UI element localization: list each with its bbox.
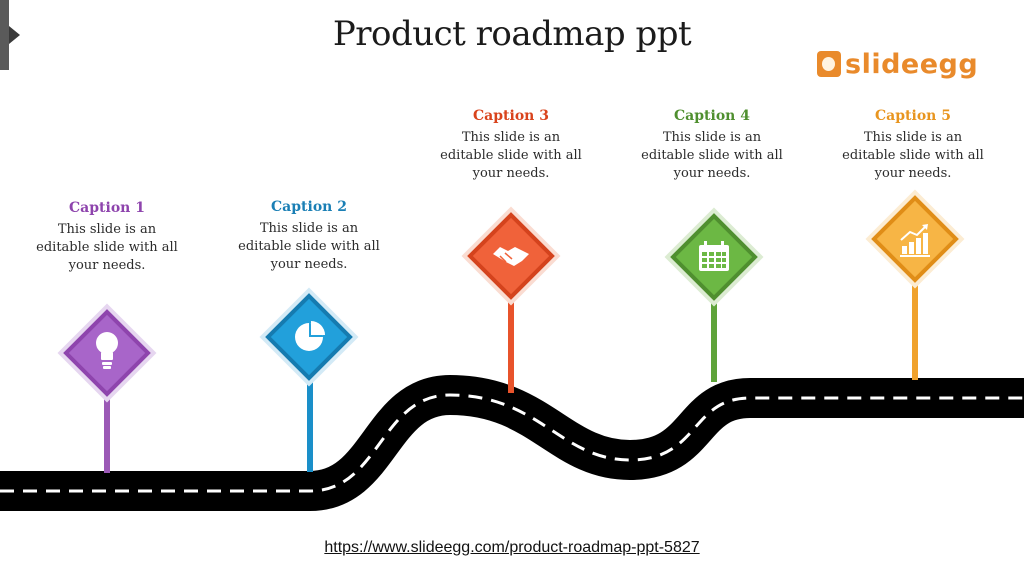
- caption-2-body: This slide is an editable slide with all…: [238, 221, 380, 272]
- caption-3-title: Caption 3: [473, 108, 549, 124]
- caption-1-title: Caption 1: [69, 200, 145, 216]
- milestone-5-sign: [865, 189, 965, 380]
- milestone-4-sign: [664, 207, 764, 382]
- milestone-2-sign: [259, 287, 359, 472]
- road: [0, 374, 1024, 511]
- caption-block-4: Caption 4 This slide is an editable slid…: [637, 108, 787, 183]
- lightbulb-icon: [96, 332, 118, 369]
- handshake-icon: [493, 247, 529, 266]
- slide-edge-tab: [0, 0, 9, 70]
- brand-name: slideegg: [845, 48, 979, 80]
- signpost-pole-4: [711, 290, 717, 382]
- signpost-pole-5: [912, 276, 918, 380]
- play-arrow-icon: [9, 26, 20, 44]
- milestone-1-sign: [57, 303, 157, 473]
- road-center-line: [0, 393, 1024, 493]
- egg-logo-icon: [817, 51, 841, 77]
- caption-block-3: Caption 3 This slide is an editable slid…: [436, 108, 586, 183]
- caption-5-body: This slide is an editable slide with all…: [842, 130, 984, 181]
- signpost-pole-2: [307, 340, 313, 472]
- signpost-pole-3: [508, 285, 514, 393]
- slide-title: Product roadmap ppt: [332, 14, 692, 54]
- calendar-icon: [699, 241, 729, 271]
- caption-1-body: This slide is an editable slide with all…: [36, 222, 178, 273]
- milestone-3-sign: [461, 206, 561, 393]
- caption-5-title: Caption 5: [875, 108, 951, 124]
- brand-logo: slideegg: [817, 47, 978, 81]
- caption-2-title: Caption 2: [271, 199, 347, 215]
- pie-chart-icon: [295, 321, 325, 351]
- source-link[interactable]: https://www.slideegg.com/product-roadmap…: [324, 539, 700, 556]
- caption-block-5: Caption 5 This slide is an editable slid…: [838, 108, 988, 183]
- growth-chart-icon: [900, 224, 930, 257]
- caption-block-1: Caption 1 This slide is an editable slid…: [32, 200, 182, 275]
- caption-4-body: This slide is an editable slide with all…: [641, 130, 783, 181]
- caption-block-2: Caption 2 This slide is an editable slid…: [234, 199, 384, 274]
- caption-4-title: Caption 4: [674, 108, 750, 124]
- signpost-pole-1: [104, 345, 110, 473]
- caption-3-body: This slide is an editable slide with all…: [440, 130, 582, 181]
